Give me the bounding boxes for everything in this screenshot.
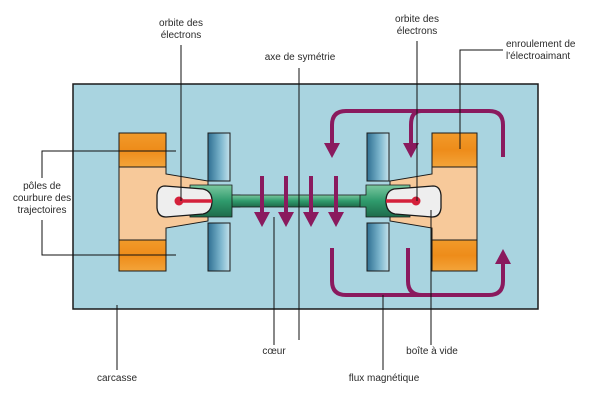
label-symmetry-axis: axe de symétrie: [264, 52, 336, 63]
leader-poles-bottom: [41, 220, 176, 256]
flux-arrowhead-bottom-right: [495, 249, 511, 264]
label-vacuum-box: boîte à vide: [406, 346, 458, 357]
return-flux-arrowheads: [324, 143, 511, 264]
label-core: cœur: [262, 346, 286, 357]
right-shield-top: [366, 132, 390, 182]
flux-top-inner: [409, 109, 422, 145]
left-shield-bottom: [207, 222, 231, 272]
left-shield-top: [207, 132, 231, 182]
flux-arrowhead-top-left: [324, 143, 340, 158]
core: [231, 194, 375, 208]
core-flux-arrowhead-4: [328, 212, 344, 227]
label-orbit-left: orbite des électrons: [159, 18, 203, 41]
leader-coil: [459, 49, 503, 149]
core-flux-arrowhead-1: [254, 212, 270, 227]
label-poles: pôles de courbure des trajectoires: [12, 181, 72, 216]
label-orbit-right: orbite des électrons: [395, 14, 439, 37]
leader-poles: [41, 150, 176, 178]
right-coil-top: [431, 132, 478, 168]
core-flux-arrows: [254, 176, 344, 227]
left-coil-top: [118, 132, 167, 168]
leader-lines: [41, 41, 503, 370]
right-shield-bottom: [366, 222, 390, 272]
core-flux-arrowhead-2: [278, 212, 294, 227]
label-carcass: carcasse: [96, 373, 137, 384]
left-orbit-dot: [174, 196, 184, 206]
label-coil: enroulement de l'électroaimant: [506, 39, 576, 62]
label-magnetic-flux: flux magnétique: [348, 373, 420, 384]
flux-bottom-inner: [406, 248, 423, 297]
right-orbit-dot: [411, 196, 421, 206]
core-flux-arrowhead-3: [303, 212, 319, 227]
flux-arrowhead-top-inner: [403, 143, 419, 158]
right-coil-bottom: [431, 239, 478, 272]
